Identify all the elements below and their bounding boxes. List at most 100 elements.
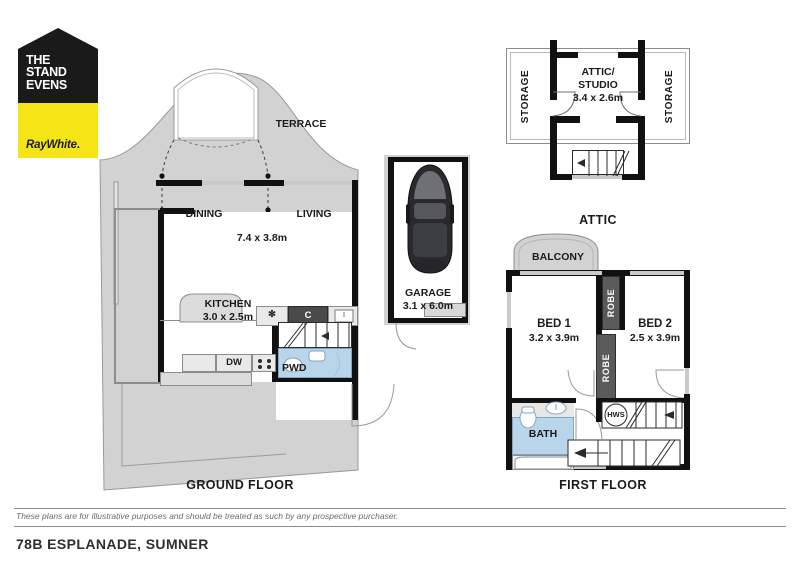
ff-wall-east-lower (684, 394, 690, 470)
terrace-label: TERRACE (275, 118, 327, 130)
disclaimer-text: These plans are for illustrative purpose… (16, 511, 399, 521)
bath-fixtures (519, 401, 567, 429)
attic-wall-left-stub (550, 52, 578, 58)
agency-logo-dot: . (76, 139, 80, 151)
cooktop-label: ✻ (268, 309, 276, 320)
entry-door-swing (351, 383, 395, 427)
dishwasher-label: DW (226, 357, 242, 368)
living-dimension: 7.4 x 3.8m (236, 232, 288, 244)
footer-rule-top (14, 508, 786, 509)
bed1-dimension: 3.2 x 3.9m (528, 332, 580, 344)
attic-staircase (572, 150, 630, 177)
attic-wall-left-lower (550, 116, 557, 180)
garage-storage-bench (424, 303, 466, 317)
footer-rule-bottom (14, 526, 786, 527)
robe-upper-label: ROBE (606, 288, 616, 318)
attic-south-opening (572, 175, 622, 179)
branding-block: THE STAND EVENS RayWhite. (18, 28, 98, 158)
garage-wall-south (388, 318, 468, 323)
balcony-outline (513, 233, 599, 273)
hws-label: HWS (607, 410, 625, 419)
laundry-sink-fixture (182, 354, 216, 372)
cooktop-fixture (256, 306, 288, 326)
agency-logo-text: RayWhite. (26, 139, 80, 151)
attic-wall-sill-left (550, 116, 580, 123)
bed2-door-swing (655, 369, 685, 399)
dining-label: DINING (185, 208, 223, 220)
bed2-dimension: 2.5 x 3.9m (629, 332, 681, 344)
attic-left-door-swing (552, 91, 576, 117)
attic-storage-left: STORAGE (510, 64, 542, 128)
wall-west-kitchen (158, 316, 164, 384)
wall-return-south (114, 382, 162, 384)
agency-logo: RayWhite. (18, 103, 98, 158)
ff-wall-west-upper (506, 270, 512, 292)
bath-door-swing (575, 408, 603, 440)
first-floor-lower-stair (567, 439, 681, 467)
powder-room-label: PWD (282, 362, 307, 374)
garage-wall-north (388, 157, 468, 162)
ff-wall-bath-north (506, 398, 576, 403)
garage-wall-east (462, 157, 468, 323)
wall-east (352, 180, 358, 420)
ff-wall-landing-north (596, 398, 688, 403)
ff-window-west (507, 292, 511, 328)
bed1-label: BED 1 (537, 318, 571, 330)
bed1-floor (508, 274, 598, 402)
ff-window-north (520, 271, 602, 275)
bed1-door-swing (567, 369, 595, 397)
kitchen-label: KITCHEN (204, 298, 252, 310)
cooktop-burners-fixture (252, 354, 276, 372)
attic-wall-sill-right (616, 116, 645, 123)
ff-window-north-right (630, 271, 686, 275)
powder-room (278, 348, 352, 378)
attic-wall-right (638, 40, 645, 100)
attic-studio-label-line2: STUDIO (578, 79, 618, 91)
garage-wall-west (388, 157, 394, 323)
wall-north-mid (244, 180, 284, 186)
attic-storage-left-label: STORAGE (520, 69, 532, 123)
wall-return-north (114, 208, 160, 210)
wall-west-upper (158, 208, 164, 322)
bath-room (512, 417, 574, 455)
car-icon (406, 164, 454, 274)
garage-plan: GARAGE 3.1 x 6.0m (384, 155, 484, 365)
wall-north-left (156, 180, 202, 186)
agency-name: RayWhite (26, 139, 77, 151)
attic-studio-dimension: 3.4 x 2.6m (572, 92, 624, 104)
wall-stair-west (272, 316, 278, 382)
property-address: 78B ESPLANADE, SUMNER (16, 536, 209, 552)
garage-label: GARAGE (404, 287, 452, 299)
agent-logo-line-2: STAND (26, 65, 67, 80)
ground-staircase (278, 322, 352, 350)
agent-logo-line-1: THE (26, 52, 51, 67)
ff-wall-robe-edge (620, 276, 625, 330)
pantry-label: C (304, 310, 312, 321)
attic-storage-right: STORAGE (654, 64, 686, 128)
attic-studio-label-line1: ATTIC/ (581, 66, 615, 78)
agent-logo-text: THE STAND EVENS (18, 54, 67, 92)
wall-return-west (114, 208, 116, 384)
first-floor-title: FIRST FLOOR (559, 478, 647, 492)
attic-inner-shell (510, 52, 686, 140)
bench-return (160, 372, 252, 386)
attic-wall-right-lower (638, 116, 645, 180)
attic-right-door-swing (619, 91, 642, 117)
balcony-label: BALCONY (532, 251, 584, 263)
ff-wall-landing-west (596, 398, 602, 422)
attic-wall-left (550, 40, 557, 100)
attic-wall-south-right (622, 174, 645, 180)
ground-floor-title: GROUND FLOOR (186, 478, 294, 492)
robe-upper: ROBE (602, 276, 620, 330)
garage-dimension: 3.1 x 6.0m (402, 300, 454, 312)
ff-window-south (554, 465, 606, 469)
kitchen-dimension: 3.0 x 2.5m (202, 311, 254, 323)
attic-wall-south-left (550, 174, 572, 180)
garage-door-swing (395, 322, 417, 350)
wall-north-stub (158, 208, 194, 214)
attic-title: ATTIC (579, 213, 617, 227)
bath-label: BATH (528, 428, 558, 440)
bathtub-fixture (512, 455, 574, 470)
dishwasher-fixture (216, 354, 252, 372)
